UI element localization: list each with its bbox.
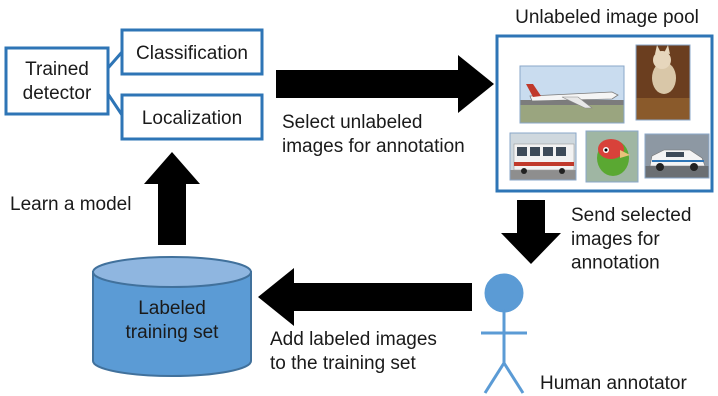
localization-box — [120, 93, 264, 141]
connector-classification — [106, 51, 124, 69]
arrow-to-annotator — [501, 200, 561, 264]
labeled-training-set-cylinder — [92, 256, 252, 377]
human-annotator-label: Human annotator — [540, 373, 687, 394]
arrow-to-training-set — [258, 268, 472, 326]
classification-box — [120, 28, 264, 76]
police-car-image — [644, 133, 710, 179]
localization-label: Localization — [142, 108, 242, 129]
human-annotator-figure — [481, 273, 527, 394]
classification-label: Classification — [136, 43, 248, 64]
arrow-to-detector — [144, 152, 200, 245]
bird-image — [585, 130, 639, 183]
trained-detector-box — [4, 46, 110, 116]
airplane-image — [519, 65, 625, 124]
learn-model-label: Learn a model — [10, 194, 131, 215]
cat-image — [635, 44, 691, 121]
bus-image — [509, 132, 577, 181]
connector-localization — [106, 93, 124, 116]
image-pool-title: Unlabeled image pool — [515, 7, 699, 28]
arrow-to-pool — [276, 55, 494, 113]
